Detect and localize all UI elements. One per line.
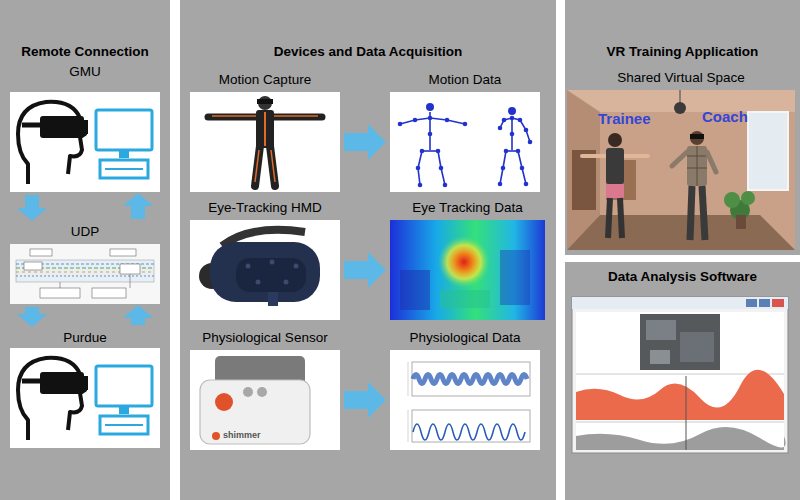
image-box: Purdue	[10, 328, 160, 448]
panel-title: VR Training Application	[565, 43, 800, 61]
box-heading: Purdue	[10, 328, 160, 348]
image-area	[190, 92, 340, 192]
image-area	[10, 348, 160, 448]
figure-label: Trainee	[598, 110, 651, 127]
image-box: Eye-Tracking HMD	[190, 198, 340, 320]
panel: VR Training ApplicationShared Virtual Sp…	[565, 0, 800, 255]
box-heading: GMU	[10, 62, 160, 82]
box-heading: Shared Virtual Space	[567, 68, 795, 88]
box-heading: Motion Capture	[190, 70, 340, 90]
panel-title: Remote Connection	[0, 43, 170, 61]
image-area	[190, 220, 340, 320]
panel: Remote ConnectionGMU UDP Purdue	[0, 0, 170, 500]
figure-label: shimmer	[223, 430, 261, 440]
image-box: Physiological Sensor	[190, 328, 340, 450]
box-heading: Motion Data	[390, 70, 540, 90]
image-area	[10, 92, 160, 192]
panel: Devices and Data AcquisitionMotion Captu…	[180, 0, 556, 500]
image-box: Physiological Data	[390, 328, 540, 450]
box-heading: Eye Tracking Data	[390, 198, 545, 218]
image-area	[10, 244, 160, 304]
block-arrow	[123, 305, 153, 325]
image-box: UDP	[10, 222, 160, 304]
block-arrow	[17, 195, 47, 221]
box-heading: Physiological Sensor	[190, 328, 340, 348]
image-area	[190, 350, 340, 450]
block-arrow	[344, 252, 386, 288]
box-heading: Eye-Tracking HMD	[190, 198, 340, 218]
figure-label: Coach	[702, 108, 748, 125]
box-heading: UDP	[10, 222, 160, 242]
image-area	[390, 350, 540, 450]
image-box: GMU	[10, 62, 160, 192]
image-box: Shared Virtual Space	[567, 68, 795, 250]
panel: Data Analysis Software	[565, 262, 800, 500]
block-arrow	[344, 124, 386, 160]
image-area	[390, 92, 540, 192]
block-arrow	[344, 382, 386, 418]
image-box: Motion Capture	[190, 70, 340, 192]
image-box: Eye Tracking Data	[390, 198, 545, 320]
panel-title: Devices and Data Acquisition	[180, 43, 556, 61]
block-arrow	[17, 307, 47, 327]
image-area	[390, 220, 545, 320]
image-box: Motion Data	[390, 70, 540, 192]
block-arrow	[123, 193, 153, 219]
box-heading: Physiological Data	[390, 328, 540, 348]
panel-title: Data Analysis Software	[565, 268, 800, 286]
